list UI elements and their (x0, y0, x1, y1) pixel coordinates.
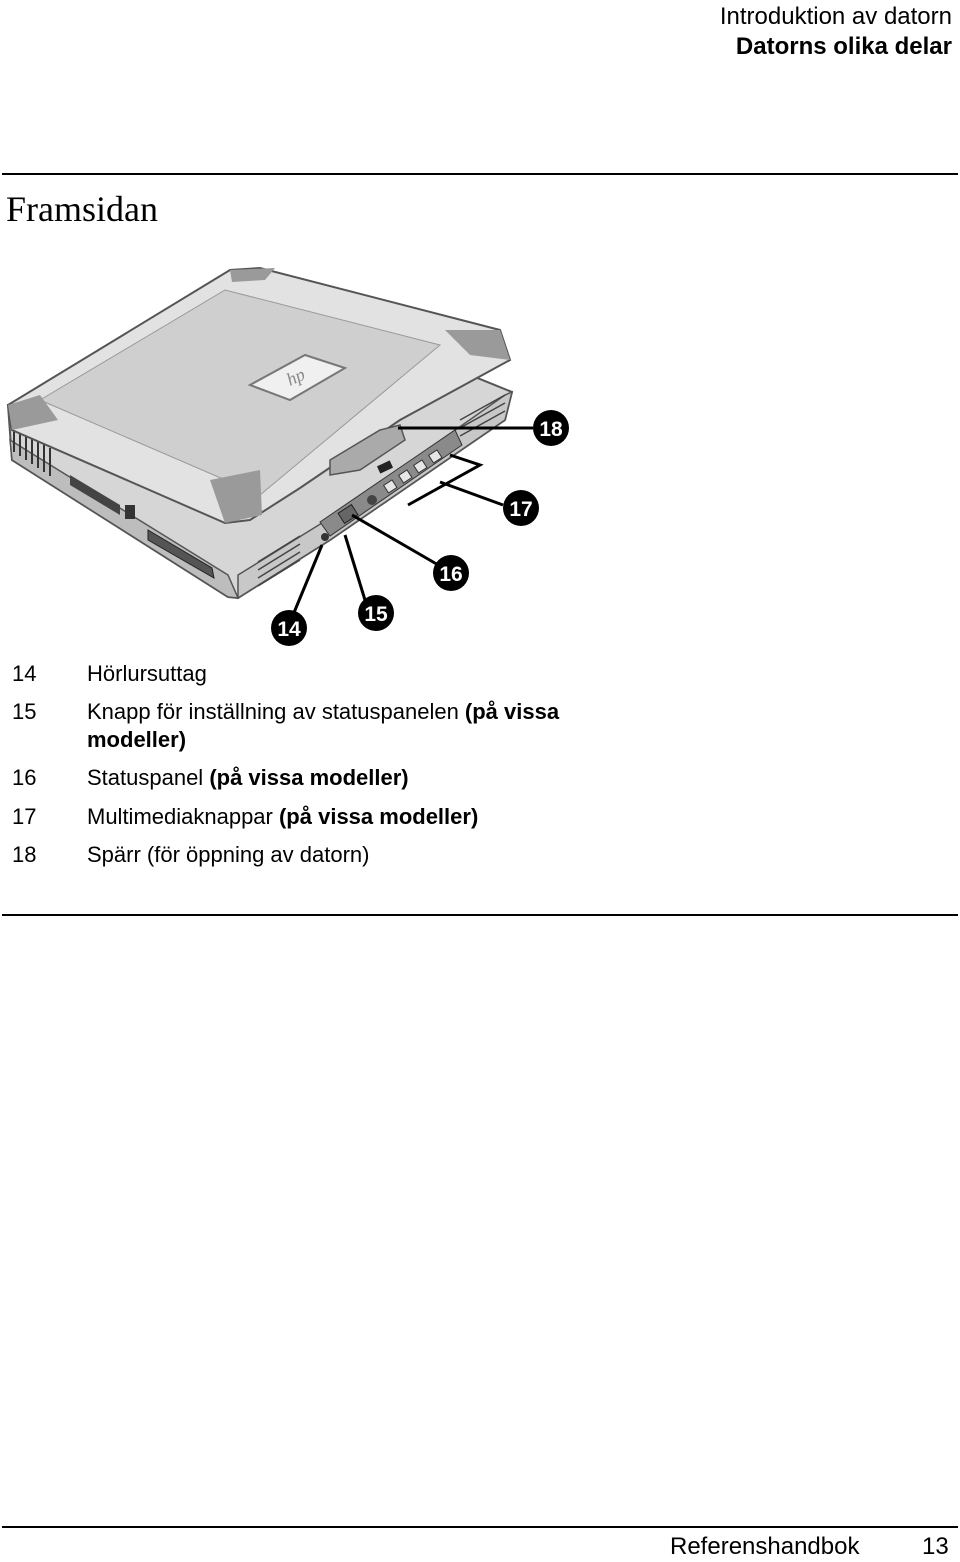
callout-15: 15 (358, 595, 394, 631)
callout-14: 14 (271, 610, 307, 646)
footer-manual-title: Referenshandbok (670, 1533, 860, 1560)
legend-text: Hörlursuttag (87, 661, 207, 686)
laptop-front-illustration: hp 18 17 16 15 14 (6, 266, 569, 646)
svg-text:14: 14 (277, 618, 301, 641)
legend-number: 18 (12, 842, 37, 867)
legend-text: Knapp för inställning av statuspanelen (… (87, 699, 560, 752)
lid-latch (329, 424, 406, 476)
legend-number: 17 (12, 804, 37, 829)
hp-logo (247, 353, 348, 402)
legend-number: 14 (12, 661, 37, 686)
page-number: 13 (922, 1533, 949, 1560)
legend-text: Multimediaknappar (på vissa modeller) (87, 804, 479, 829)
legend-text: Statuspanel (på vissa modeller) (87, 765, 409, 790)
callout-17: 17 (503, 490, 539, 526)
page-title: Framsidan (6, 189, 158, 229)
running-header-chapter: Introduktion av datorn (719, 3, 952, 30)
callout-16: 16 (433, 555, 469, 591)
callout-18: 18 (533, 410, 569, 446)
footer-rule (2, 1526, 958, 1528)
svg-text:18: 18 (539, 418, 563, 441)
section-end-rule (2, 914, 958, 916)
svg-text:16: 16 (439, 563, 462, 586)
legend-number: 15 (12, 699, 37, 724)
legend-number: 16 (12, 765, 37, 790)
top-rule (2, 173, 958, 175)
svg-text:15: 15 (364, 603, 388, 626)
svg-text:17: 17 (509, 498, 532, 521)
running-header-section: Datorns olika delar (735, 33, 952, 60)
legend-text: Spärr (för öppning av datorn) (87, 842, 370, 867)
